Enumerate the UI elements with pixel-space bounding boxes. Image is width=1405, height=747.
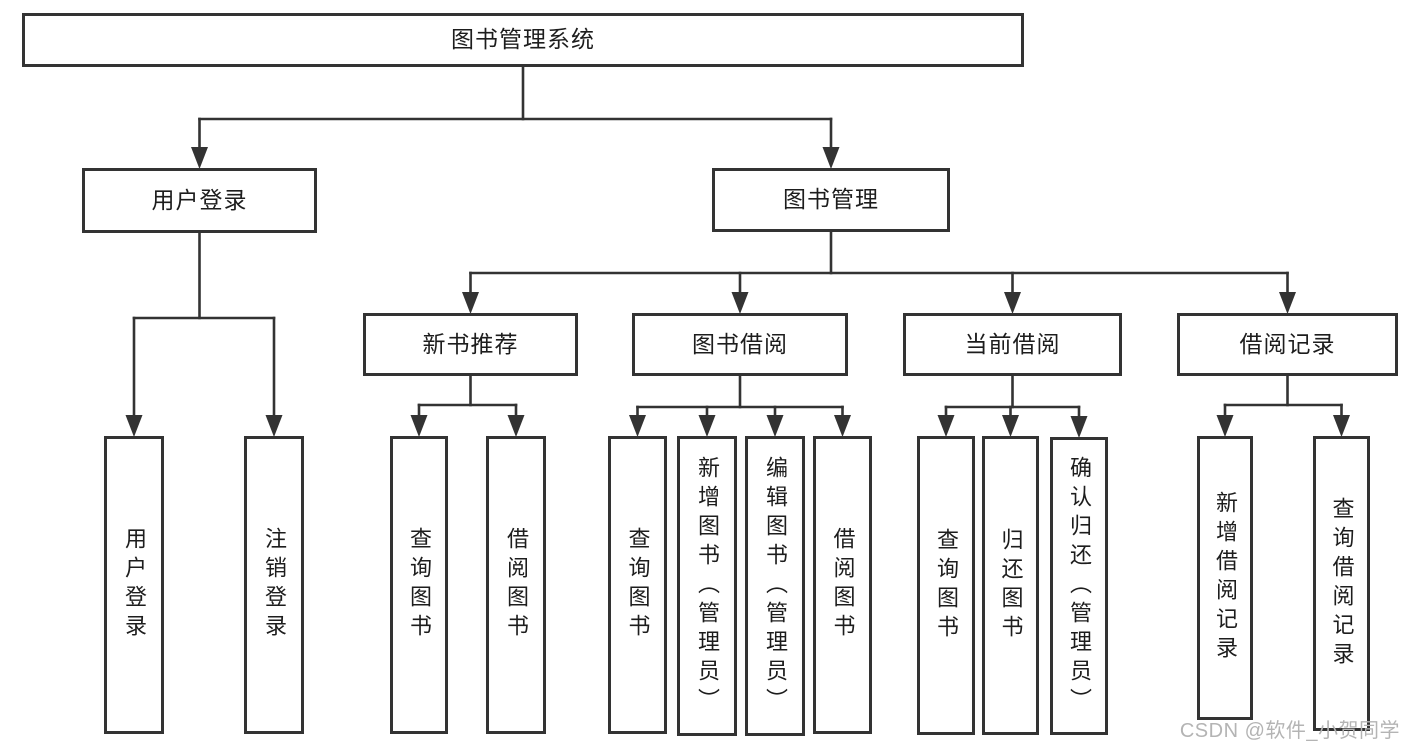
leaf-br-add-record: 新增借阅记录 bbox=[1197, 436, 1253, 720]
node-book-borrowing-label: 图书借阅 bbox=[692, 330, 788, 357]
leaf-bb-add-books-admin-label: 新增图书（管理员） bbox=[695, 455, 720, 717]
leaf-cb-confirm-return-admin-label: 确认归还（管理员） bbox=[1067, 455, 1092, 717]
leaf-bb-query-books-label: 查询图书 bbox=[625, 527, 651, 643]
node-borrowing-records: 借阅记录 bbox=[1177, 313, 1398, 376]
leaf-cb-return-books-label: 归还图书 bbox=[998, 527, 1024, 644]
leaf-br-query-record-label: 查询借阅记录 bbox=[1329, 496, 1355, 671]
connector-book-mgmt bbox=[462, 230, 1296, 314]
leaf-logout-label: 注销登录 bbox=[262, 527, 287, 643]
node-book-management-label: 图书管理 bbox=[783, 186, 879, 213]
leaf-nbr-query-books-label: 查询图书 bbox=[407, 527, 432, 643]
leaf-logout: 注销登录 bbox=[244, 436, 304, 734]
leaf-bb-borrow-books-label: 借阅图书 bbox=[830, 527, 856, 643]
node-book-management: 图书管理 bbox=[712, 168, 950, 232]
leaf-user-login-label: 用户登录 bbox=[122, 527, 147, 643]
leaf-br-query-record: 查询借阅记录 bbox=[1313, 436, 1370, 731]
leaf-cb-query-books-label: 查询图书 bbox=[934, 527, 959, 644]
leaf-cb-query-books: 查询图书 bbox=[917, 436, 975, 735]
node-new-book-recommend-label: 新书推荐 bbox=[422, 330, 519, 357]
connector-user-login bbox=[125, 231, 283, 437]
connector-current-borrow bbox=[937, 374, 1088, 438]
leaf-nbr-query-books: 查询图书 bbox=[390, 436, 448, 734]
node-borrowing-records-label: 借阅记录 bbox=[1239, 330, 1336, 357]
csdn-watermark: CSDN @软件_小贺同学 bbox=[1179, 720, 1400, 742]
leaf-bb-query-books: 查询图书 bbox=[608, 436, 667, 734]
node-book-borrowing: 图书借阅 bbox=[632, 313, 848, 376]
node-root-label: 图书管理系统 bbox=[451, 26, 595, 53]
leaf-user-login: 用户登录 bbox=[104, 436, 164, 734]
node-root: 图书管理系统 bbox=[22, 13, 1024, 67]
leaf-cb-return-books: 归还图书 bbox=[982, 436, 1039, 735]
leaf-bb-add-books-admin: 新增图书（管理员） bbox=[677, 436, 737, 736]
connector-borrow-records bbox=[1216, 374, 1350, 437]
leaf-bb-edit-books-admin: 编辑图书（管理员） bbox=[745, 436, 805, 736]
leaf-nbr-borrow-books-label: 借阅图书 bbox=[504, 527, 529, 643]
node-new-book-recommend: 新书推荐 bbox=[363, 313, 578, 376]
node-user-login-label: 用户登录 bbox=[151, 186, 248, 213]
leaf-cb-confirm-return-admin: 确认归还（管理员） bbox=[1050, 437, 1108, 735]
connector-book-borrow bbox=[629, 374, 851, 437]
node-current-borrowing-label: 当前借阅 bbox=[964, 330, 1061, 357]
leaf-nbr-borrow-books: 借阅图书 bbox=[486, 436, 546, 734]
connector-root bbox=[191, 65, 840, 169]
leaf-bb-edit-books-admin-label: 编辑图书（管理员） bbox=[763, 455, 788, 717]
leaf-bb-borrow-books: 借阅图书 bbox=[813, 436, 872, 734]
connector-new-book-rec bbox=[410, 374, 525, 437]
leaf-br-add-record-label: 新增借阅记录 bbox=[1213, 491, 1238, 665]
node-user-login: 用户登录 bbox=[82, 168, 317, 233]
node-current-borrowing: 当前借阅 bbox=[903, 313, 1122, 376]
